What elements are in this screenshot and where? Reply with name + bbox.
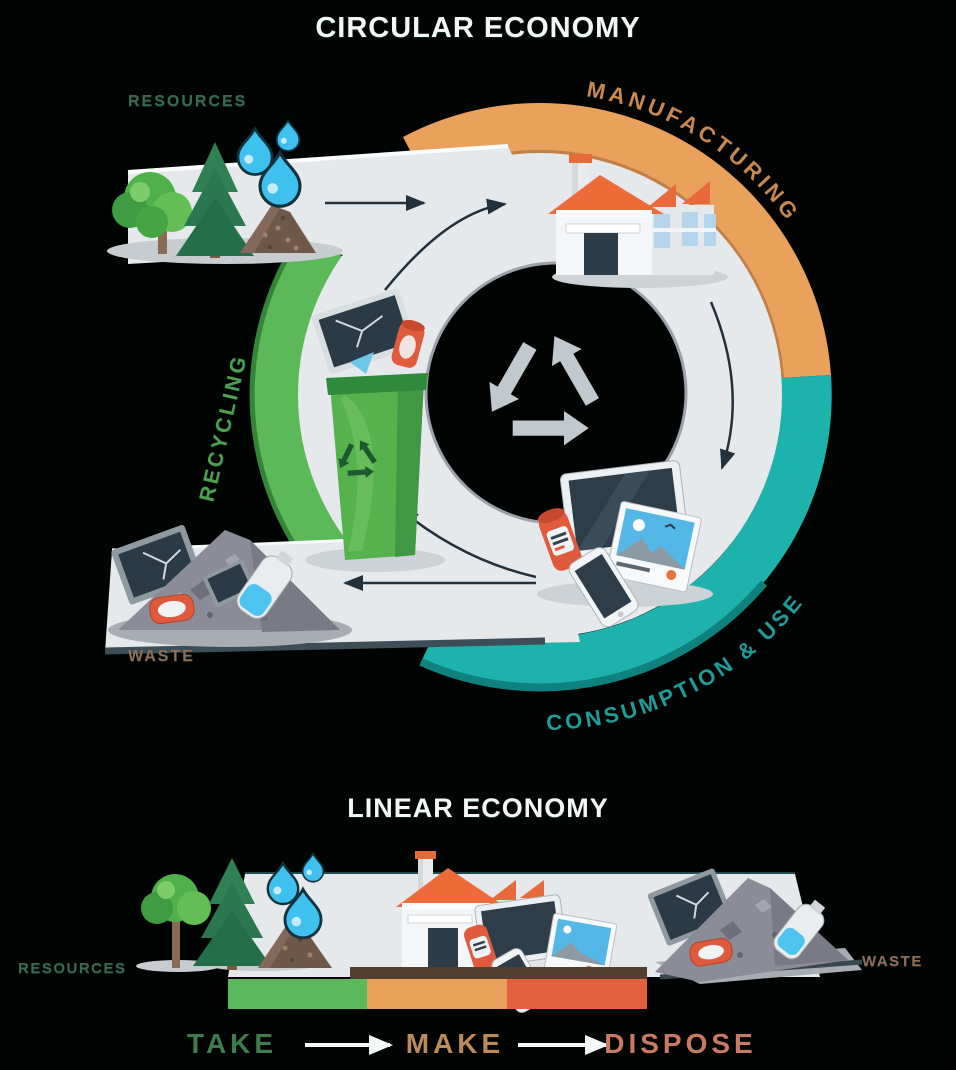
e-waste-icon (312, 288, 425, 374)
flow-band-outlet-dark-edge (104, 637, 546, 655)
crushed-can-icon (149, 593, 195, 625)
linear-waste-pile-icon (647, 868, 863, 984)
linear-waste-label: WASTE (862, 953, 923, 970)
linear-resources-illustration (141, 852, 332, 970)
recycling-bin-icon (305, 288, 445, 572)
resources-illustration (107, 119, 343, 264)
linear-economy-title: LINEAR ECONOMY (347, 793, 609, 823)
photo-card-icon (605, 501, 702, 593)
bar-dispose (507, 979, 647, 1009)
ring-segment-recycling (252, 230, 399, 628)
dispose-step-label: DISPOSE (604, 1028, 757, 1059)
flow-band-inlet-highlight (127, 144, 509, 174)
circular-economy-title: CIRCULAR ECONOMY (315, 12, 641, 44)
plastic-bottle-icon (236, 550, 294, 619)
circular-waste-label: WASTE (128, 648, 195, 665)
waste-pile-icon (108, 524, 352, 647)
crushed-can-icon (689, 937, 733, 967)
plastic-bottle-icon (773, 899, 826, 960)
smartphone-icon (568, 547, 639, 628)
bar-make (367, 979, 507, 1009)
pine-tree-icon (176, 142, 254, 258)
bar-take (228, 979, 367, 1009)
ring-teal-outer-edge (419, 580, 768, 692)
pine-tree-icon (193, 858, 271, 970)
circular-economy-diagram: MANUFACTURING CONSUMPTION & USE (104, 77, 832, 735)
linear-resources-label: RESOURCES (18, 960, 127, 977)
drink-can-icon (537, 508, 582, 571)
ground-strip (350, 967, 647, 980)
ring-segment-manufacturing (403, 103, 831, 379)
arrow-recycling-to-manufacturing (384, 198, 507, 291)
circular-resources-label: RESOURCES (128, 93, 248, 110)
make-step-label: MAKE (405, 1028, 505, 1059)
soil-pile-icon (258, 920, 332, 968)
linear-economy-diagram (136, 851, 863, 1055)
soil-pile-icon (240, 205, 316, 253)
ring-segment-consumption (421, 375, 832, 688)
factory-icon (548, 154, 728, 288)
devices-icon (537, 460, 713, 628)
arrow-manufacturing-to-consumption (709, 301, 736, 470)
tree-icon (141, 874, 211, 968)
take-step-label: TAKE (186, 1028, 278, 1059)
tree-icon (112, 172, 192, 254)
